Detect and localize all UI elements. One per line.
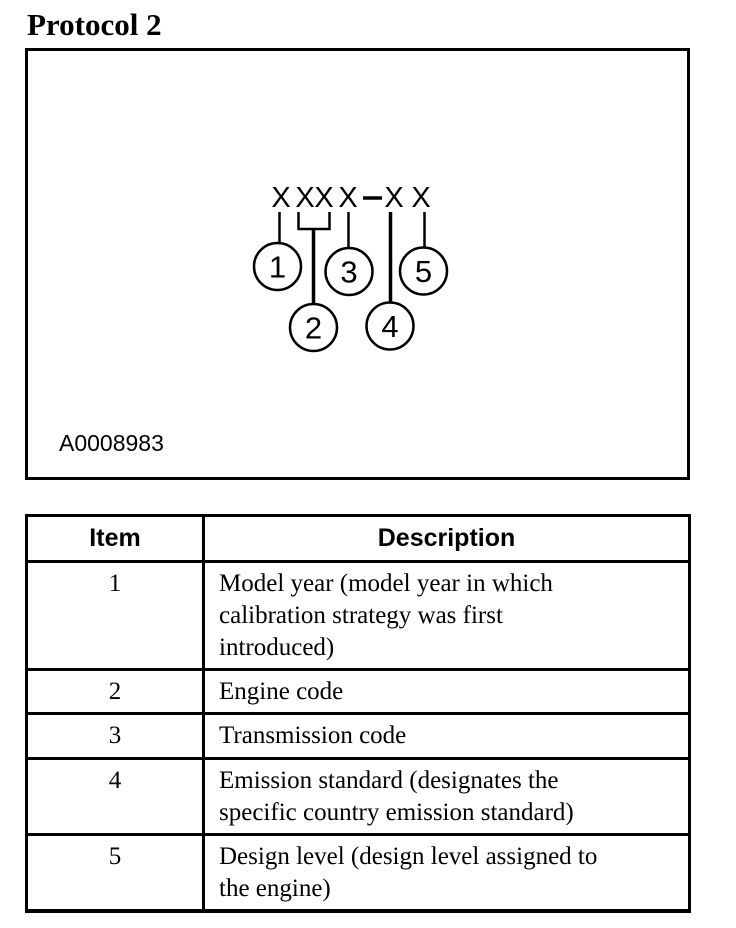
callout-circle-1	[252, 241, 303, 292]
item-number: 3	[25, 712, 205, 760]
col-header-description: Description	[202, 514, 691, 563]
col-header-item: Item	[25, 514, 205, 563]
callout-number-1: 1	[269, 250, 286, 285]
table-row: 4 Emission standard (designates the spec…	[25, 757, 691, 836]
callout-number-2: 2	[305, 311, 322, 346]
code-char-3: X	[314, 182, 333, 214]
table-row: 3 Transmission code	[25, 712, 691, 760]
callout-number-5: 5	[415, 254, 432, 289]
table-row: 5 Design level (design level assigned to…	[25, 833, 691, 913]
callout-circle-2	[288, 302, 339, 353]
callout-circle-3	[324, 246, 374, 297]
item-description: Model year (model year in which calibrat…	[202, 560, 691, 671]
figure-id: A0008983	[59, 430, 164, 456]
table-header-row: Item Description	[25, 514, 691, 563]
table-row: 1 Model year (model year in which calibr…	[25, 560, 691, 671]
code-structure-diagram: X X X X X X 1	[59, 182, 449, 456]
bracket-line-2	[297, 212, 331, 231]
figure-box: X X X X X X 1	[25, 48, 690, 480]
item-number: 4	[25, 757, 205, 836]
page-title: Protocol 2	[27, 7, 162, 42]
callout-5: 5	[398, 246, 449, 296]
callout-circle-4	[365, 301, 415, 351]
item-number: 5	[25, 833, 205, 913]
item-description: Engine code	[202, 668, 691, 715]
table-row: 2 Engine code	[25, 668, 691, 715]
callout-number-3: 3	[340, 255, 357, 290]
callout-number-4: 4	[381, 309, 398, 344]
item-description: Emission standard (designates the specif…	[202, 757, 691, 836]
callout-leader-lines	[278, 212, 426, 305]
callout-3: 3	[324, 246, 374, 297]
code-char-2: X	[295, 182, 314, 214]
code-char-5: X	[384, 182, 403, 214]
code-pattern: X X X X X X	[271, 182, 430, 214]
item-number: 2	[25, 668, 205, 715]
callout-circle-5	[398, 246, 449, 296]
callout-2: 2	[288, 302, 339, 353]
code-char-4: X	[338, 182, 357, 214]
code-char-6: X	[411, 182, 430, 214]
item-number: 1	[25, 560, 205, 671]
item-description-table: Item Description 1 Model year (model yea…	[25, 514, 691, 913]
code-char-1: X	[271, 182, 290, 214]
callout-1: 1	[252, 241, 303, 292]
callout-4: 4	[365, 301, 415, 351]
item-description: Transmission code	[202, 712, 691, 760]
item-description: Design level (design level assigned to t…	[202, 833, 691, 913]
